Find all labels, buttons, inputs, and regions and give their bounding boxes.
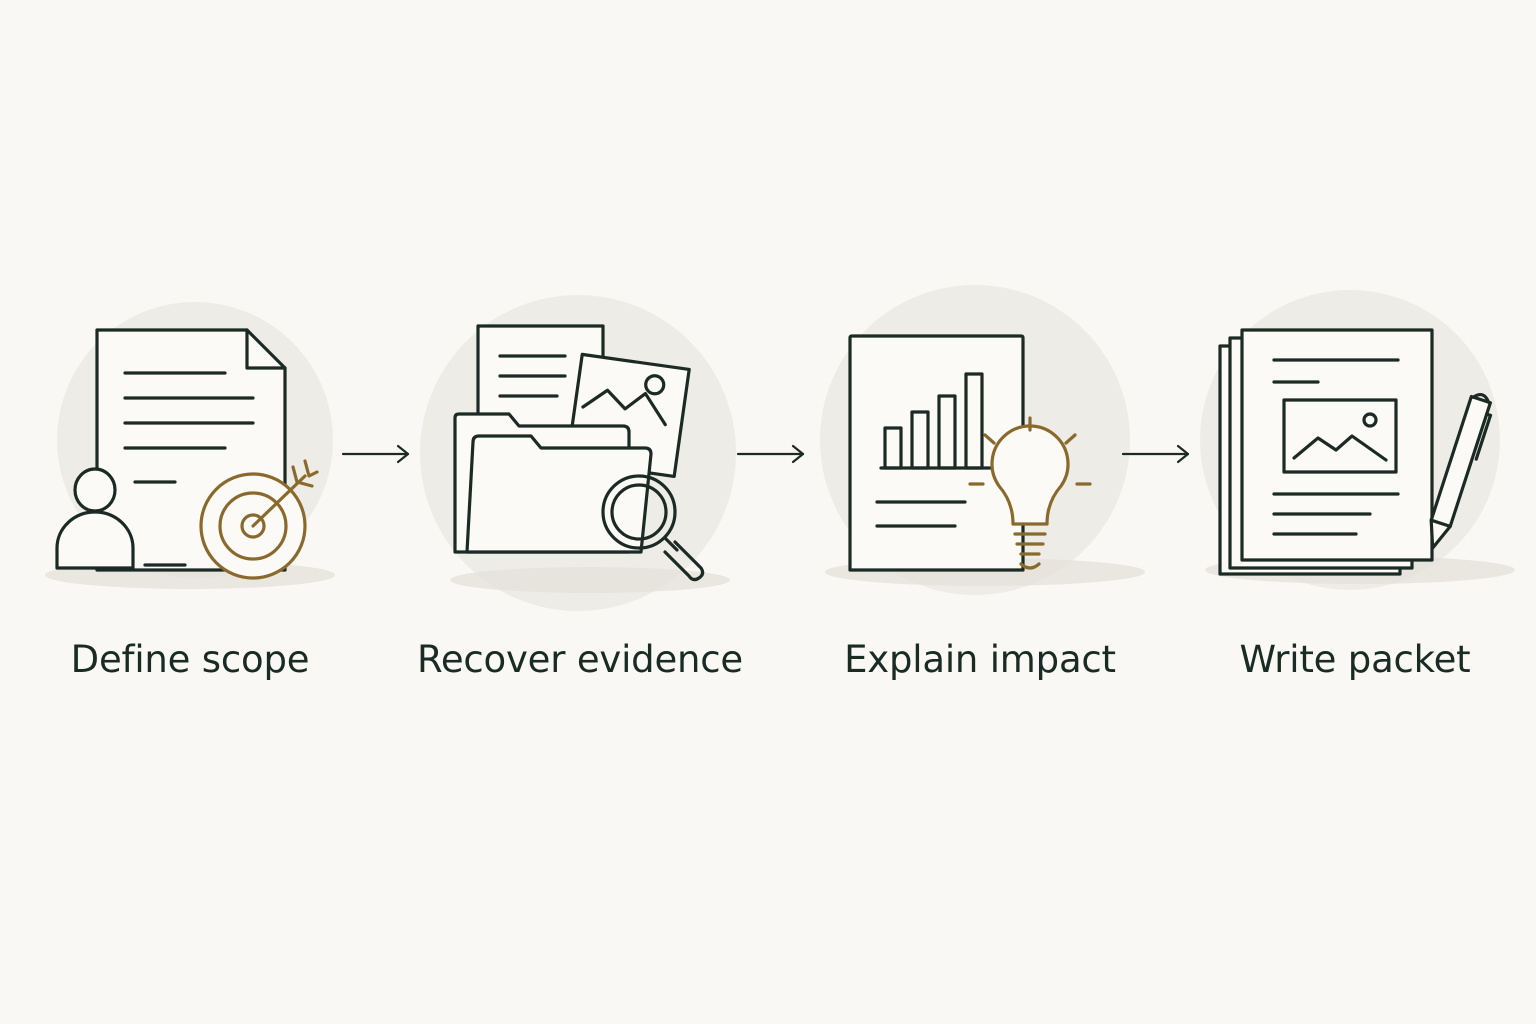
- step-write-packet: Write packet: [1190, 290, 1520, 700]
- step-explain-impact: Explain impact: [815, 285, 1145, 700]
- arrow-right-icon: [735, 443, 807, 465]
- chart-report-lightbulb-icon: [820, 285, 1145, 595]
- step-recover-evidence: Recover evidence: [415, 290, 745, 700]
- step-define-scope: Define scope: [25, 290, 355, 700]
- arrow-right-icon: [1120, 443, 1192, 465]
- step-label-write-packet: Write packet: [1239, 638, 1471, 681]
- folder-image-magnifier-icon: [420, 295, 736, 611]
- step-label-explain-impact: Explain impact: [844, 638, 1116, 681]
- step-label-recover-evidence: Recover evidence: [417, 638, 743, 681]
- arrow-right-icon: [340, 443, 412, 465]
- step-label-define-scope: Define scope: [70, 638, 310, 681]
- stacked-pages-image-pen-icon: [1200, 290, 1515, 590]
- document-person-target-icon: [45, 302, 335, 589]
